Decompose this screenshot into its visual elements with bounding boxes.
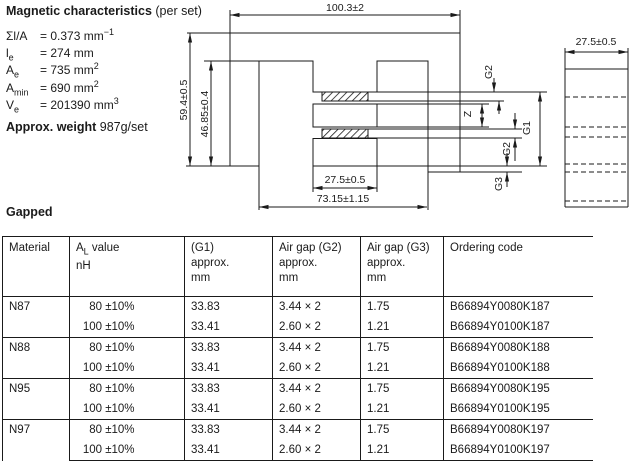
- ordering-code-cell: B66894Y0100K195: [443, 399, 593, 420]
- table-row: 100 ±10% 33.41 2.60 × 2 1.21 B66894Y0100…: [3, 440, 593, 461]
- material-cell: N88: [2, 337, 70, 379]
- gap-label-g2-top: G2: [483, 65, 495, 79]
- ordering-code-cell: B66894Y0100K188: [443, 358, 593, 379]
- col-header-g2: Air gap (G2)approx.mm: [272, 236, 361, 297]
- ordering-code-cell: B66894Y0080K197: [443, 419, 593, 440]
- ordering-code-cell: B66894Y0100K187: [443, 317, 593, 338]
- table-row: 100 ±10% 33.41 2.60 × 2 1.21 B66894Y0100…: [3, 317, 593, 338]
- col-header-g3: Air gap (G3)approx.mm: [360, 236, 444, 297]
- approx-weight: Approx. weight 987g/set: [6, 120, 148, 134]
- ordering-code-cell: B66894Y0080K195: [443, 378, 593, 399]
- side-view-hidden-lines: [565, 96, 628, 202]
- ordering-code-cell: B66894Y0080K187: [443, 296, 593, 317]
- gap-label-g1: G1: [521, 121, 533, 135]
- magnetic-characteristics-title: Magnetic characteristics (per set): [6, 4, 202, 18]
- table-row: N95 80 ±10% 33.83 3.44 × 2 1.75 B66894Y0…: [2, 378, 593, 420]
- table-row: 100 ±10% 33.41 2.60 × 2 1.21 B66894Y0100…: [3, 358, 593, 379]
- core-outline: [229, 32, 461, 173]
- gap-label-g3: G3: [493, 177, 505, 191]
- dim-text-centre-leg: 27.5±0.5: [325, 174, 366, 186]
- table-row: N97 80 ±10% 33.83 3.44 × 2 1.75 B66894Y0…: [2, 419, 593, 461]
- centre-block-lower: [312, 138, 378, 167]
- dim-text-depth: 27.5±0.5: [576, 36, 617, 48]
- col-header-material: Material: [2, 236, 70, 297]
- core-dimension-drawing: 100.3±2 59.4±0.5 46.85±0.4 27.5±0.5 73.1…: [178, 2, 629, 210]
- gap-spacer-bottom-hatch: [321, 128, 369, 139]
- centre-block-z: [312, 103, 378, 128]
- extension-lines: [186, 10, 547, 210]
- material-cell: N87: [2, 296, 70, 338]
- param-sigma-l-a: Σl/A= 0.373 mm−1: [6, 27, 114, 43]
- table-row: N87 80 ±10% 33.83 3.44 × 2 1.75 B66894Y0…: [2, 296, 593, 338]
- dim-text-leg-span: 73.15±1.15: [317, 193, 370, 205]
- core-front-view: [186, 10, 547, 210]
- param-ve: Ve= 201390 mm3: [6, 95, 119, 115]
- gap-label-g2-bot: G2: [501, 142, 513, 156]
- param-amin: Amin= 690 mm2: [6, 78, 99, 97]
- material-cell: N95: [2, 378, 70, 420]
- magnetic-title-bold: Magnetic characteristics: [6, 4, 152, 18]
- gap-spacer-top-hatch: [321, 91, 369, 102]
- gap-label-z: Z: [462, 110, 474, 117]
- table-row: 100 ±10% 33.41 2.60 × 2 1.21 B66894Y0100…: [3, 399, 593, 420]
- dim-text-height: 59.4±0.5: [178, 79, 190, 120]
- dim-text-window: 46.85±0.4: [199, 91, 211, 138]
- col-header-g1: (G1)approx.mm: [184, 236, 273, 297]
- table-row: N88 80 ±10% 33.83 3.44 × 2 1.75 B66894Y0…: [2, 337, 593, 379]
- material-cell: N97: [2, 419, 70, 461]
- section-label-gapped: Gapped: [6, 205, 53, 219]
- core-side-view: [564, 48, 629, 208]
- param-le: le= 274 mm: [6, 46, 94, 63]
- magnetic-parameters: Σl/A= 0.373 mm−1 le= 274 mm Ae= 735 mm2 …: [6, 24, 119, 115]
- col-header-ordering-code: Ordering code: [443, 236, 593, 297]
- magnetic-title-suffix: (per set): [151, 4, 202, 18]
- ordering-code-cell: B66894Y0080K188: [443, 337, 593, 358]
- dim-text-width: 100.3±2: [326, 2, 364, 14]
- param-ae: Ae= 735 mm2: [6, 61, 99, 80]
- ordering-code-cell: B66894Y0100K197: [443, 440, 593, 461]
